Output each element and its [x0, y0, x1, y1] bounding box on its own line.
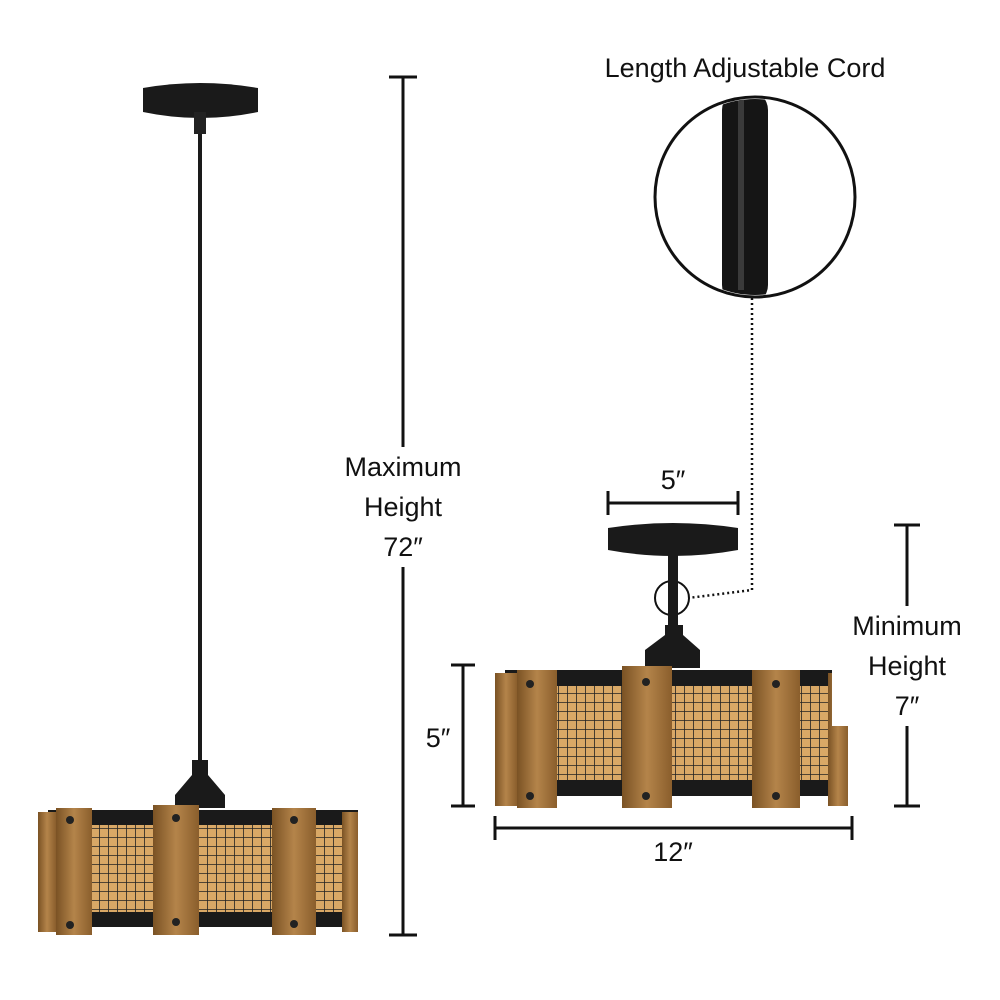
- min-height-value: 7″: [894, 691, 920, 721]
- socket: [175, 760, 225, 808]
- pendant-extended: [38, 83, 358, 935]
- wood-slat: [495, 673, 517, 806]
- wood-slat: [342, 812, 358, 932]
- canopy-width-dimension: [606, 491, 740, 515]
- shade-width-label: 12″: [653, 837, 693, 867]
- max-height-line2: Height: [363, 492, 443, 522]
- max-height-label: Maximum Height 72″: [328, 447, 478, 567]
- wood-slat: [272, 808, 316, 935]
- canopy-width-label: 5″: [660, 465, 686, 495]
- wood-slat: [517, 670, 557, 808]
- callout-title: Length Adjustable Cord: [604, 53, 886, 83]
- cord-closeup: [722, 99, 768, 295]
- wood-slat: [38, 812, 56, 932]
- shade-height-label: 5″: [425, 723, 451, 753]
- shade-width-dimension: [493, 816, 854, 840]
- socket: [645, 625, 700, 668]
- canopy: [608, 523, 738, 556]
- callout-leader: [687, 298, 754, 600]
- cord-callout: [653, 95, 857, 616]
- canopy: [143, 83, 258, 118]
- min-height-label: Minimum Height 7″: [832, 606, 982, 726]
- shade-height-dimension: [451, 663, 475, 808]
- wood-slat: [622, 666, 672, 808]
- wood-slat: [752, 670, 800, 808]
- max-height-line1: Maximum: [344, 452, 462, 482]
- max-height-value: 72″: [383, 532, 423, 562]
- wood-slat: [153, 805, 199, 935]
- wood-slat: [56, 808, 92, 935]
- canopy-stem: [194, 112, 206, 134]
- pendant-shortened: [495, 523, 848, 808]
- min-height-line1: Minimum: [852, 611, 962, 641]
- min-height-line2: Height: [867, 651, 947, 681]
